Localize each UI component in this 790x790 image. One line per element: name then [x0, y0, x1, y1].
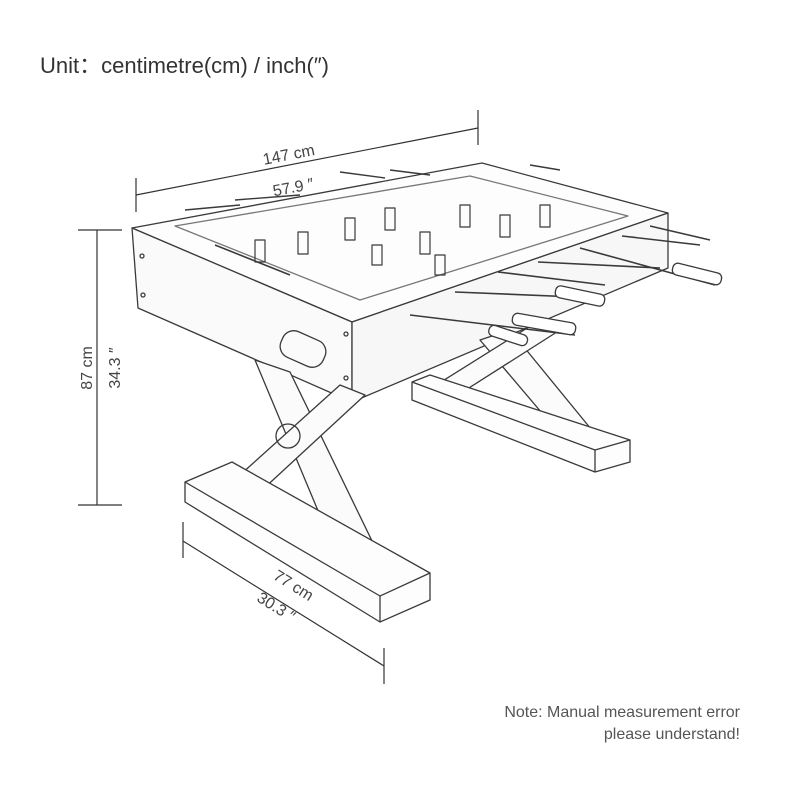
handle-icon [671, 262, 723, 286]
foot-left [184, 461, 431, 623]
rod [497, 271, 606, 286]
goal-slot-icon [279, 330, 327, 368]
handle-icon [488, 324, 529, 347]
bolt-icon [140, 292, 146, 298]
bolt-icon [343, 375, 349, 381]
note-line-2: please understand! [603, 726, 740, 743]
rod [234, 194, 301, 201]
playfield [174, 175, 629, 301]
bolt-icon [343, 331, 349, 337]
rod [389, 169, 431, 176]
far-rods [184, 164, 561, 211]
measurement-note: Note: Manual measurement error please un… [504, 702, 740, 746]
player-figure [344, 217, 356, 241]
player-figure [434, 254, 446, 276]
player-figure [459, 204, 471, 228]
rod [339, 171, 386, 179]
player-figure [254, 239, 266, 263]
players [254, 204, 551, 276]
rod [184, 204, 241, 211]
rod [537, 261, 661, 269]
rod [649, 225, 711, 241]
note-line-1: Note: Manual measurement error [504, 704, 740, 721]
unit-header: Unit：centimetre(cm) / inch(″) [40, 53, 329, 78]
player-figure [419, 231, 431, 255]
height-in-label: 34.3 ″ [107, 347, 124, 389]
player-figure [371, 244, 383, 266]
handle-icon [554, 285, 606, 307]
length-dimension-line [135, 127, 479, 196]
player-figure [297, 231, 309, 255]
height-cm-label: 87 cm [79, 346, 96, 390]
rod [621, 235, 701, 246]
width-dimension [182, 522, 385, 684]
player-figure [539, 204, 551, 228]
handle-icon [511, 312, 577, 336]
player-figure [384, 207, 396, 231]
foosball-table [131, 162, 723, 623]
leg-joint-icon [275, 423, 301, 449]
foot-right [411, 374, 631, 473]
rod [214, 244, 291, 276]
player-figure [499, 214, 511, 238]
width-dimension-line [182, 540, 385, 667]
side-panel [351, 212, 669, 403]
rod [529, 164, 561, 171]
rods [214, 225, 716, 336]
handles [488, 262, 723, 347]
bolt-icon [139, 253, 145, 259]
height-dimension [78, 229, 122, 506]
length-dimension [135, 110, 479, 212]
